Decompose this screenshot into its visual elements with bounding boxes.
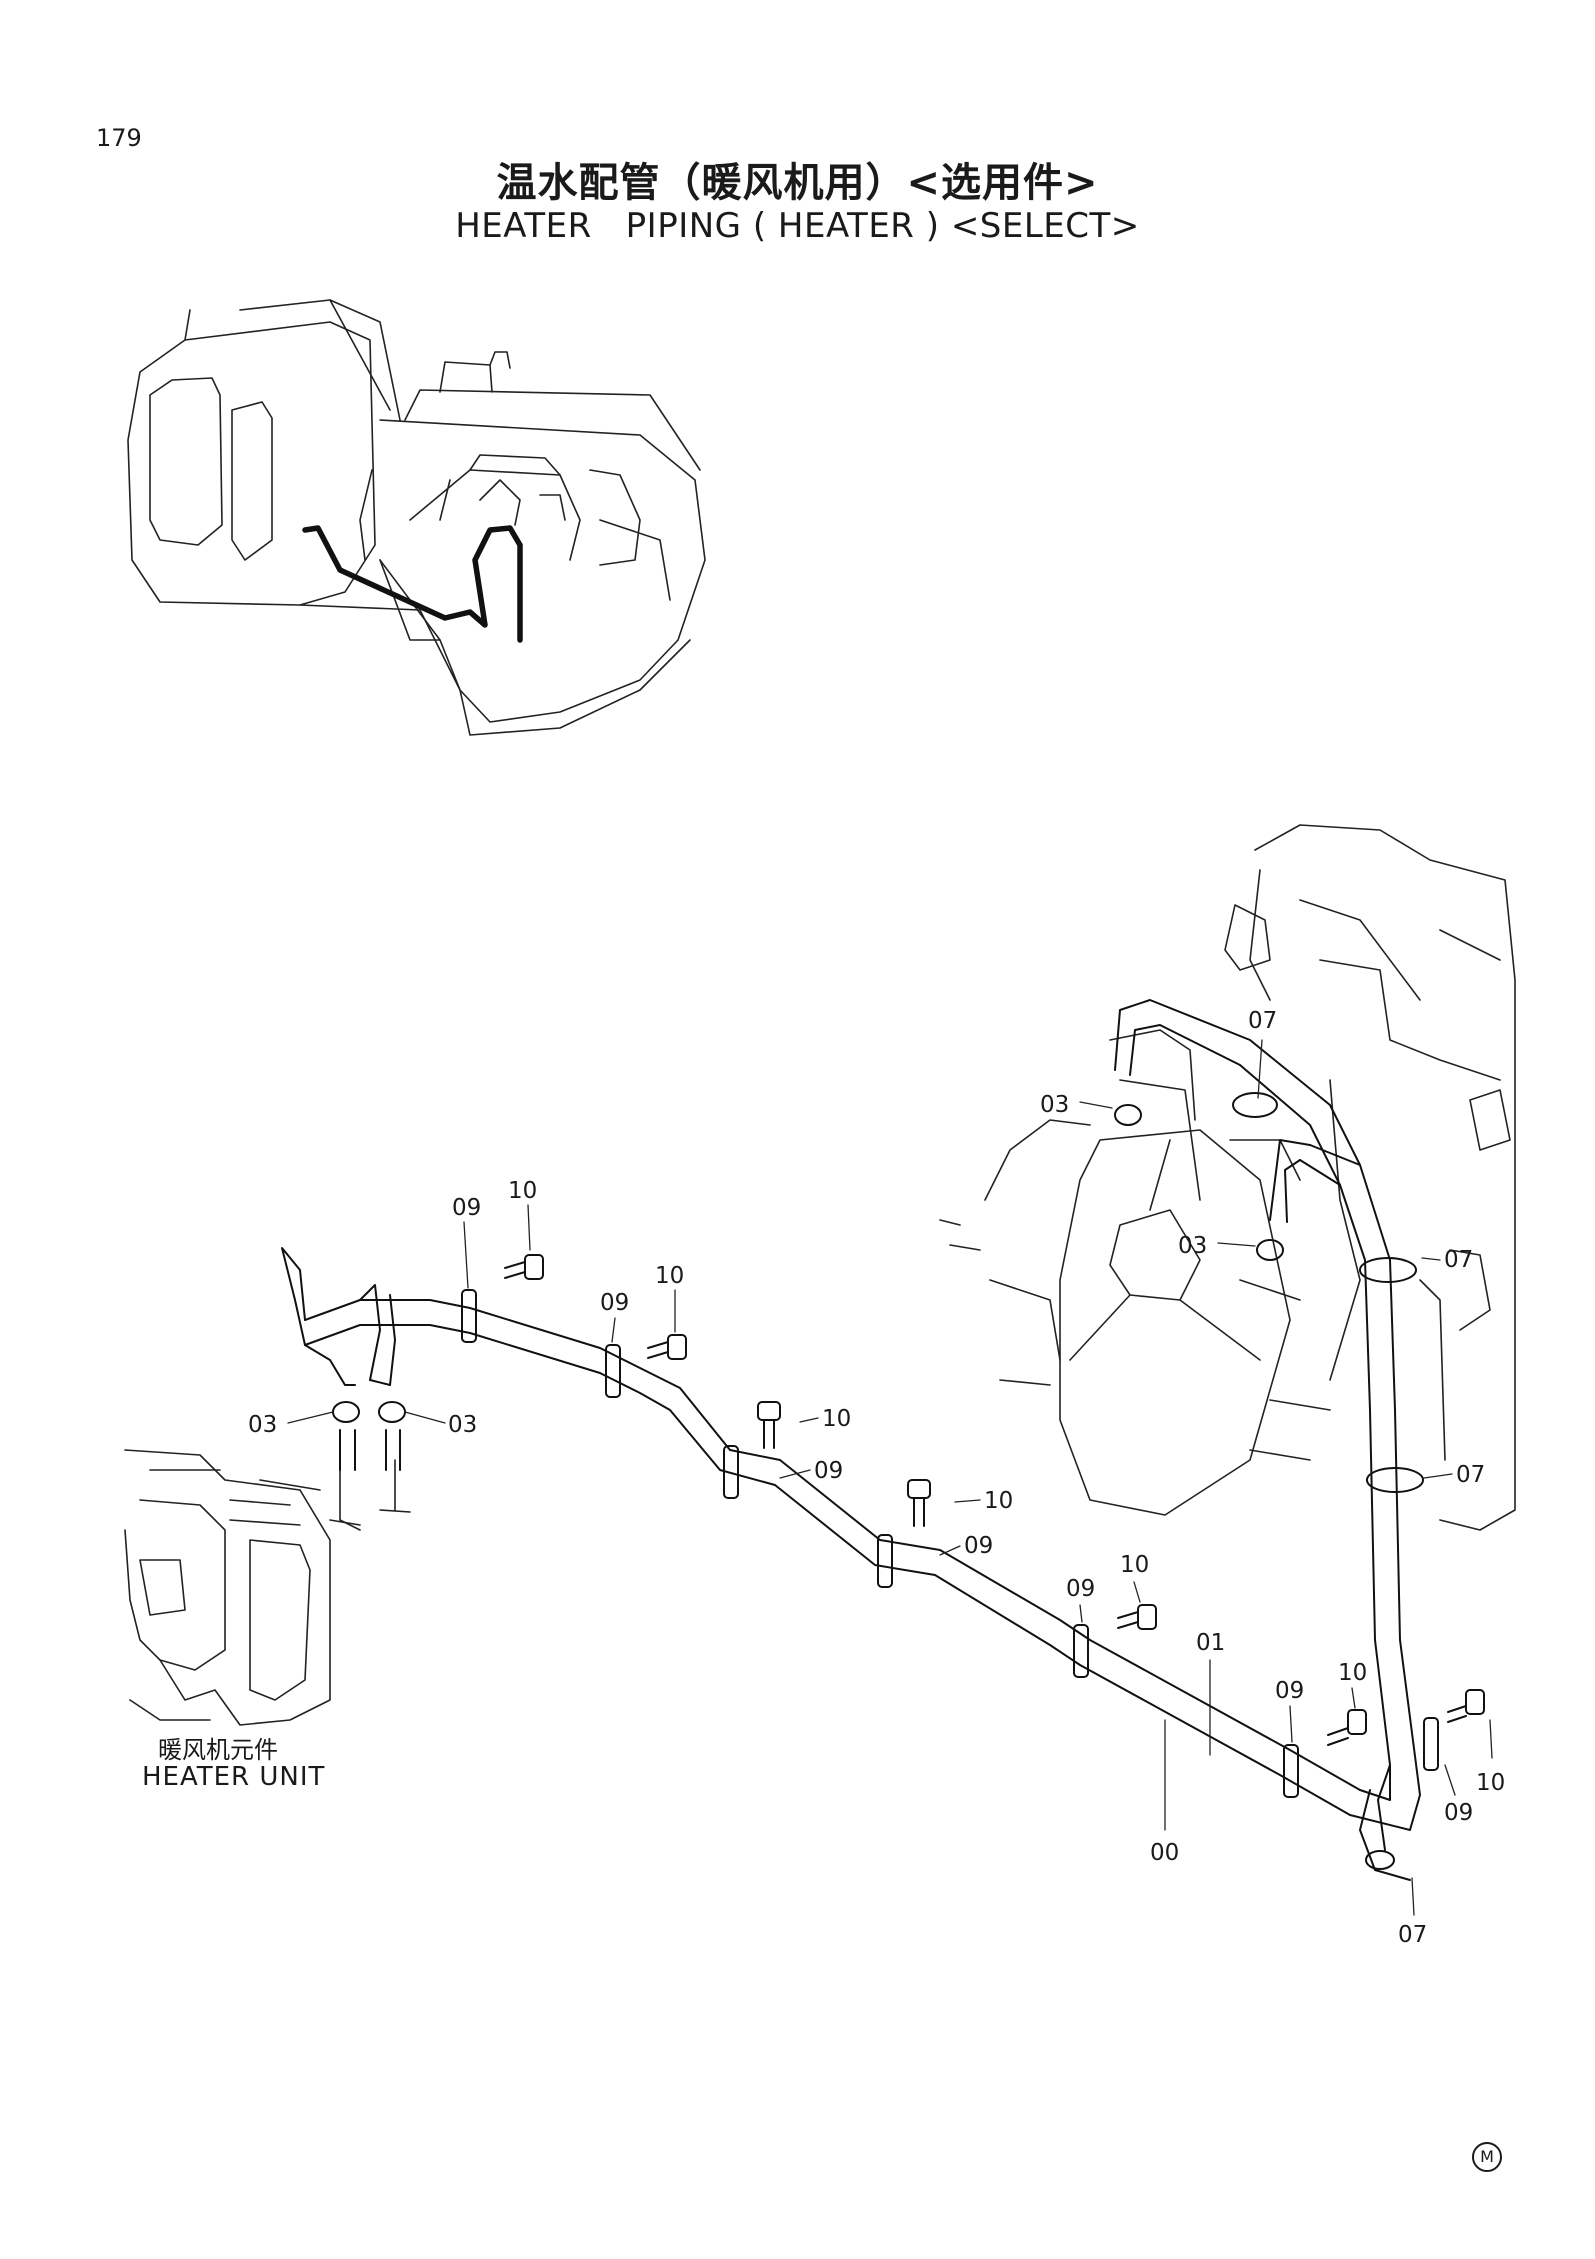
heater-pipe-route — [302, 525, 523, 643]
callout-09-a: 09 — [452, 1195, 481, 1221]
callout-10-b: 10 — [655, 1263, 684, 1289]
callout-09-c: 09 — [814, 1458, 843, 1484]
callout-10-e: 10 — [1120, 1552, 1149, 1578]
callout-09-e: 09 — [1066, 1576, 1095, 1602]
callout-09-g: 09 — [1444, 1800, 1473, 1826]
callout-07-upper: 07 — [1248, 1008, 1277, 1034]
pipe-assembly — [281, 999, 1421, 1881]
hose-clamps — [332, 1092, 1424, 1870]
callout-00: 00 — [1150, 1840, 1179, 1866]
excavator-overview — [127, 299, 706, 736]
callout-09-d: 09 — [964, 1533, 993, 1559]
heater-unit-label-chinese: 暖风机元件 — [158, 1736, 278, 1764]
callout-03-engine-mid: 03 — [1178, 1233, 1207, 1259]
callout-01: 01 — [1196, 1630, 1225, 1656]
callout-03-engine-upper: 03 — [1040, 1092, 1069, 1118]
circled-m-mark: M — [1472, 2142, 1502, 2172]
title-chinese: 温水配管（暖风机用）<选用件> — [496, 160, 1099, 206]
heater-unit-drawing — [124, 1449, 411, 1726]
callout-07-lower: 07 — [1456, 1462, 1485, 1488]
callout-03-heater-right: 03 — [448, 1412, 477, 1438]
callout-labels: 07 03 03 07 07 10 09 10 09 03 03 10 09 1… — [248, 1008, 1505, 1948]
callout-10-f: 10 — [1338, 1660, 1367, 1686]
callout-09-f: 09 — [1275, 1678, 1304, 1704]
callout-09-b: 09 — [600, 1290, 629, 1316]
callout-07-mid: 07 — [1444, 1247, 1473, 1273]
heater-unit-label-english: HEATER UNIT — [142, 1762, 326, 1792]
page-number: 179 — [96, 124, 142, 152]
leader-lines — [287, 1039, 1493, 1916]
callout-10-d: 10 — [984, 1488, 1013, 1514]
engine-drawing — [939, 824, 1516, 1531]
clips-and-bolts — [461, 1254, 1485, 1798]
callout-03-heater-left: 03 — [248, 1412, 277, 1438]
callout-10-g: 10 — [1476, 1770, 1505, 1796]
callout-10-c: 10 — [822, 1406, 851, 1432]
callout-10-a: 10 — [508, 1178, 537, 1204]
title-english: HEATER PIPING ( HEATER ) <SELECT> — [455, 206, 1140, 246]
callout-07-bottom: 07 — [1398, 1922, 1427, 1948]
